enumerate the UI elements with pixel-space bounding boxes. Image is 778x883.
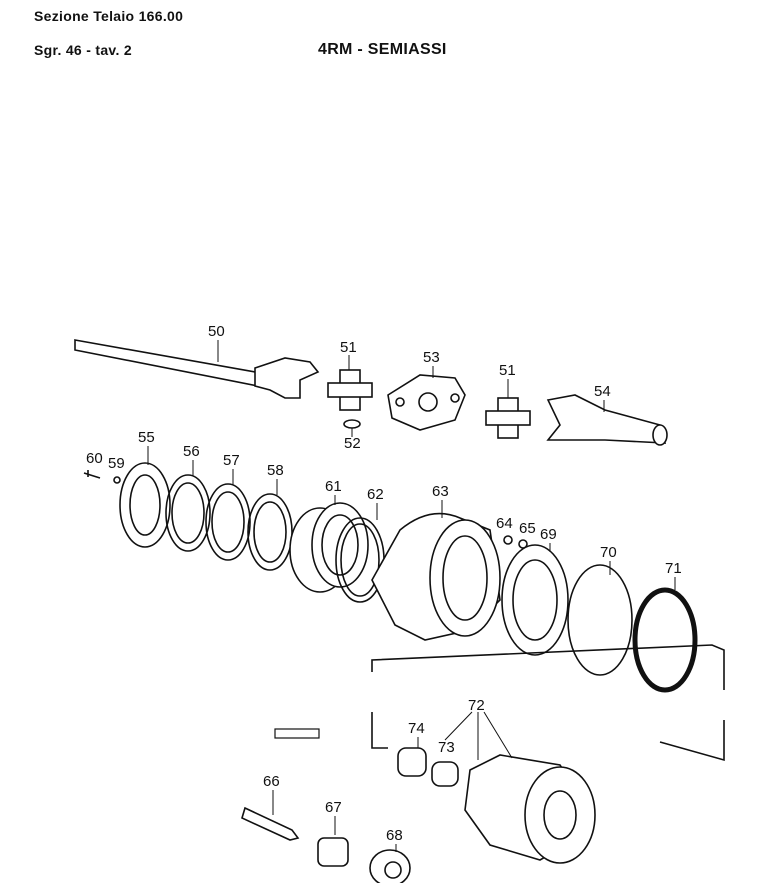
part-67-needle-bearing [317, 816, 349, 867]
part-label: 73 [438, 739, 455, 756]
part-72-hub [444, 711, 596, 864]
part-54-yoke-shaft [546, 394, 668, 446]
part-71-seal [632, 577, 698, 693]
part-57-shim [205, 469, 251, 561]
part-52-washer [343, 419, 361, 437]
part-label: 67 [325, 799, 342, 816]
part-label: 72 [468, 697, 485, 714]
part-label: 61 [325, 478, 342, 495]
stamp-mark [274, 728, 320, 739]
part-73-bushing [431, 761, 459, 787]
part-64-65-nipples [503, 535, 528, 549]
part-label: 60 [86, 450, 103, 467]
part-53-flange [387, 366, 466, 431]
part-69-bearing [501, 543, 569, 656]
part-label: 64 [496, 515, 513, 532]
section-header: Sezione Telaio 166.00 [34, 8, 184, 24]
group-bracket-top [371, 644, 725, 690]
part-label: 51 [499, 362, 516, 379]
part-61-ring-gear [289, 495, 369, 593]
part-63-hub-housing [371, 500, 501, 641]
part-51-cross-joint [327, 355, 373, 411]
part-label: 69 [540, 526, 557, 543]
part-66-pin [241, 790, 300, 841]
part-label: 74 [408, 720, 425, 737]
part-68-gear [369, 844, 411, 883]
group-bracket-bottom [371, 712, 725, 762]
part-58-shim [247, 479, 293, 571]
part-56-shim [165, 460, 211, 552]
part-label: 65 [519, 520, 536, 537]
part-70-o-ring [567, 561, 633, 676]
part-55-plate [119, 446, 171, 548]
part-label: 66 [263, 773, 280, 790]
part-label: 52 [344, 435, 361, 452]
part-51-cross-joint-2 [485, 379, 531, 439]
part-label: 70 [600, 544, 617, 561]
part-label: 59 [108, 455, 125, 472]
part-label: 68 [386, 827, 403, 844]
part-label: 50 [208, 323, 225, 340]
part-label: 62 [367, 486, 384, 503]
part-label: 53 [423, 349, 440, 366]
part-label: 63 [432, 483, 449, 500]
part-label: 51 [340, 339, 357, 356]
part-59-60-screw-washer [83, 470, 121, 484]
part-label: 55 [138, 429, 155, 446]
subgroup-header: Sgr. 46 - tav. 2 [34, 42, 132, 58]
part-label: 56 [183, 443, 200, 460]
part-74-bushing [397, 737, 427, 777]
page-title: 4RM - SEMIASSI [318, 41, 447, 58]
part-50-axle-shaft [74, 339, 320, 399]
part-label: 54 [594, 383, 611, 400]
part-label: 58 [267, 462, 284, 479]
part-label: 71 [665, 560, 682, 577]
part-label: 57 [223, 452, 240, 469]
